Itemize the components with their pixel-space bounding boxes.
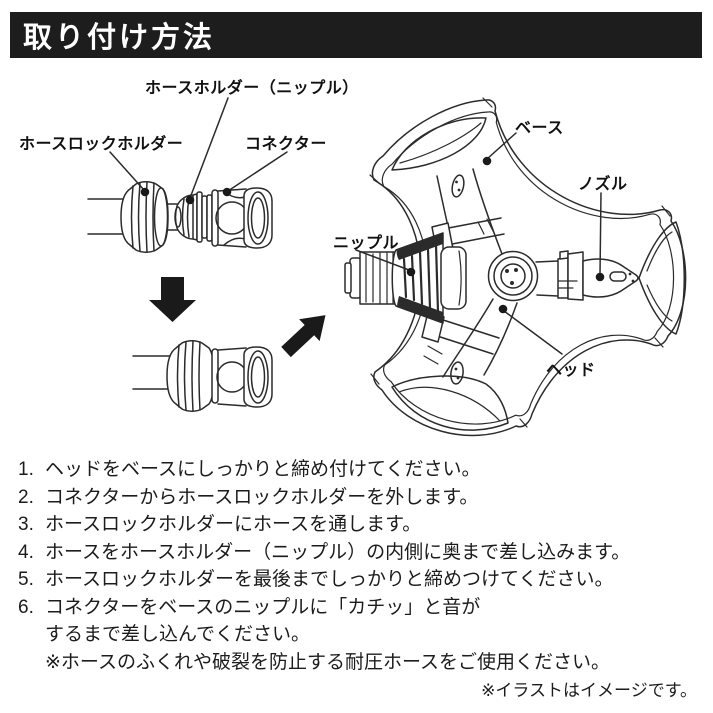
- label-hose-lock-holder: ホースロックホルダー: [19, 136, 184, 153]
- step-text: ホースロックホルダーにホースを通します。: [45, 514, 422, 535]
- label-nipple: ニップル: [333, 235, 400, 252]
- step-number: [18, 621, 45, 649]
- step-6-continued: するまで差し込んでください。: [18, 621, 708, 649]
- step-note: ※ホースのふくれや破裂を防止する耐圧ホースをご使用ください。: [18, 649, 708, 677]
- step-number: 1.: [18, 459, 34, 480]
- label-hose-holder: ホースホルダー（ニップル）: [145, 80, 359, 97]
- step-number: 4.: [18, 541, 34, 563]
- step-2: 2. コネクターからホースロックホルダーを外します。: [18, 484, 708, 512]
- down-arrow-icon: [149, 277, 196, 322]
- step-text: ホースをホースホルダー（ニップル）の内側に奥まで差し込みます。: [45, 541, 631, 563]
- page-title: 取り付け方法: [23, 22, 216, 54]
- assembled-connector-drawing: [132, 340, 273, 412]
- sprinkler-drawing: [344, 97, 687, 437]
- label-nozzle: ノズル: [578, 176, 628, 193]
- diagonal-arrow-icon: [281, 315, 326, 358]
- step-text: ホースロックホルダーを最後までしっかりと締めつけてください。: [45, 569, 614, 590]
- step-number: 3.: [18, 514, 34, 535]
- step-1: 1. ヘッドをベースにしっかりと締め付けてください。: [18, 456, 708, 484]
- step-number: 6.: [18, 596, 34, 618]
- label-connector: コネクター: [245, 136, 327, 153]
- step-4: 4. ホースをホースホルダー（ニップル）の内側に奥まで差し込みます。: [18, 539, 708, 567]
- label-base: ベース: [515, 120, 564, 137]
- label-head: ヘッド: [546, 362, 596, 379]
- leader-lines: [109, 97, 605, 355]
- step-text: コネクターからホースロックホルダーを外します。: [45, 486, 479, 508]
- step-text: するまで差し込んでください。: [45, 624, 311, 645]
- step-6: 6. コネクターをベースのニップルに「カチッ」と音が: [18, 594, 708, 622]
- step-number: 5.: [18, 569, 34, 590]
- step-text: ※ホースのふくれや破裂を防止する耐圧ホースをご使用ください。: [45, 651, 611, 673]
- title-banner: 取り付け方法: [10, 12, 702, 58]
- step-number: [18, 649, 45, 677]
- exploded-connector-drawing: [87, 181, 273, 253]
- step-text: ヘッドをベースにしっかりと締め付けてください。: [45, 459, 481, 480]
- step-text: コネクターをベースのニップルに「カチッ」と音が: [45, 596, 481, 618]
- illustration-disclaimer: ※イラストはイメージです。: [481, 681, 697, 700]
- step-5: 5. ホースロックホルダーを最後までしっかりと締めつけてください。: [18, 566, 708, 594]
- instruction-steps: 1. ヘッドをベースにしっかりと締め付けてください。 2. コネクターからホースロッ…: [18, 456, 708, 676]
- step-3: 3. ホースロックホルダーにホースを通します。: [18, 511, 708, 539]
- step-number: 2.: [18, 486, 34, 508]
